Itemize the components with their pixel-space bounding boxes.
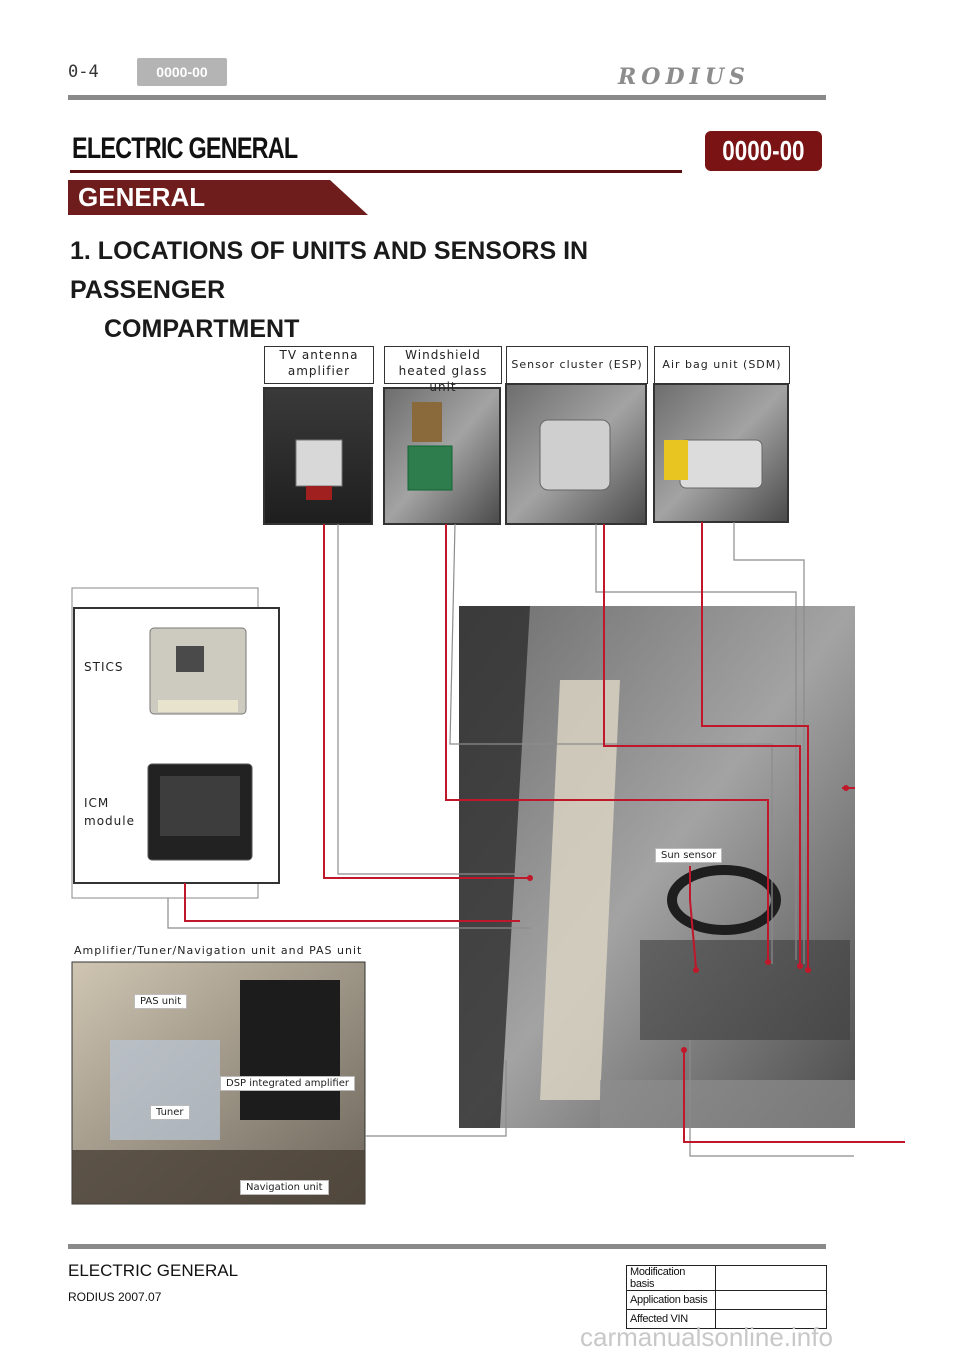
navigation-tag: Navigation unit bbox=[240, 1180, 329, 1195]
air-bag-caption: Air bag unit (SDM) bbox=[654, 346, 790, 384]
watermark: carmanualsonline.info bbox=[580, 1322, 833, 1352]
code-badge-top: 0000-00 bbox=[137, 58, 227, 86]
table-cell-value bbox=[715, 1290, 827, 1310]
pas-unit-tag: PAS unit bbox=[134, 994, 188, 1009]
table-row: Application basis bbox=[626, 1290, 827, 1310]
windshield-caption: Windshield heated glass unit bbox=[384, 346, 502, 394]
footer-date: RODIUS 2007.07 bbox=[68, 1290, 162, 1304]
stics-photo bbox=[149, 627, 247, 715]
sun-sensor-tag: Sun sensor bbox=[655, 848, 723, 863]
code-badge-main: 0000-00 bbox=[705, 131, 822, 171]
table-cell-value bbox=[715, 1309, 827, 1329]
section-title: ELECTRIC GENERAL bbox=[72, 132, 298, 165]
heading-line-2: PASSENGER bbox=[70, 276, 226, 304]
footer-rule bbox=[68, 1244, 826, 1249]
table-cell-label: Application basis bbox=[626, 1290, 716, 1310]
table-cell-value bbox=[715, 1265, 827, 1291]
table-row: Modification basis bbox=[626, 1265, 827, 1291]
brand-text: RODIUS bbox=[617, 64, 750, 90]
header-rule bbox=[68, 95, 826, 100]
sensor-cluster-photo bbox=[505, 383, 647, 525]
tv-antenna-caption: TV antenna amplifier bbox=[264, 346, 374, 384]
table-cell-label: Modification basis bbox=[626, 1265, 716, 1291]
heading-line-1: 1. LOCATIONS OF UNITS AND SENSORS IN bbox=[70, 237, 589, 265]
heading-line-3: COMPARTMENT bbox=[104, 315, 300, 343]
gray-leaders bbox=[167, 522, 854, 1157]
brand-logo: RODIUS bbox=[617, 64, 750, 90]
page-number: 0-4 bbox=[68, 62, 99, 82]
basis-table: Modification basis Application basis Aff… bbox=[626, 1265, 827, 1329]
icm-photo bbox=[147, 763, 253, 861]
tv-antenna-photo bbox=[263, 387, 373, 525]
tuner-tag: Tuner bbox=[150, 1105, 190, 1120]
table-row: Affected VIN bbox=[626, 1309, 827, 1329]
leader-dots bbox=[527, 785, 849, 1053]
title-rule bbox=[70, 170, 682, 173]
dsp-amp-tag: DSP integrated amplifier bbox=[220, 1076, 355, 1091]
windshield-photo bbox=[383, 387, 501, 525]
interior-photo bbox=[459, 606, 855, 1128]
sensor-cluster-caption: Sensor cluster (ESP) bbox=[506, 346, 648, 384]
general-banner bbox=[68, 180, 368, 215]
amplifier-photo bbox=[71, 961, 366, 1205]
amp-group-label: Amplifier/Tuner/Navigation unit and PAS … bbox=[74, 944, 363, 957]
code-badge-main-text: 0000-00 bbox=[722, 135, 805, 166]
footer-title: ELECTRIC GENERAL bbox=[68, 1261, 239, 1280]
table-cell-label: Affected VIN bbox=[626, 1309, 716, 1329]
red-leaders bbox=[184, 522, 905, 1143]
stics-label: STICS bbox=[84, 660, 124, 674]
general-label: GENERAL bbox=[78, 182, 206, 212]
air-bag-photo bbox=[653, 383, 789, 523]
icm-label: ICM module bbox=[84, 796, 135, 828]
page-heading: 1. LOCATIONS OF UNITS AND SENSORS IN PAS… bbox=[70, 232, 670, 349]
